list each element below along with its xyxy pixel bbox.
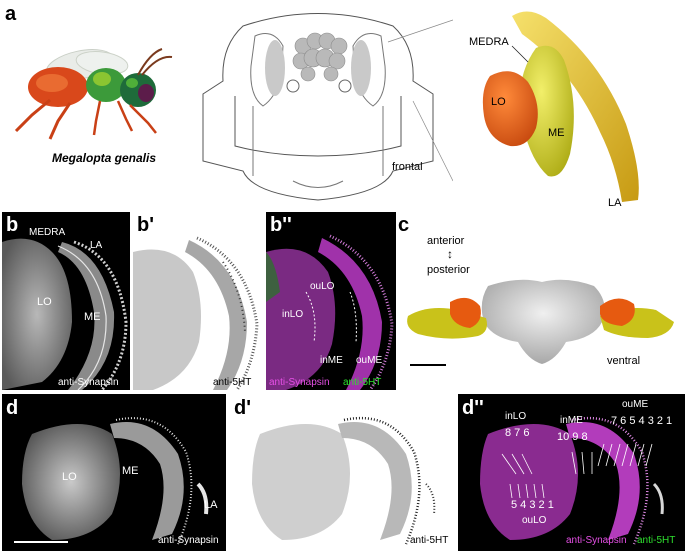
panel-d2-image: [458, 394, 685, 551]
scale-bar-c: [410, 364, 446, 366]
brain-ventral-render: [407, 279, 674, 364]
stain-d2-green: anti-5HT: [637, 535, 676, 546]
scale-bar-d: [14, 541, 68, 543]
axis-arrow-icon: ↕: [447, 247, 453, 261]
panel-b1-image: [133, 212, 263, 390]
panel-c-label: c: [398, 214, 410, 236]
panel-d-image: [2, 394, 226, 551]
panel-d1-label: d': [234, 397, 251, 419]
axis-posterior: posterior: [427, 264, 470, 276]
label-inme-d2: inME: [560, 415, 583, 426]
label-inlo-layers: 8 7 6: [505, 427, 530, 439]
label-lo-b: LO: [37, 296, 52, 308]
label-medra-b: MEDRA: [29, 227, 66, 238]
label-me-a: ME: [548, 127, 565, 139]
panel-b2-label: b'': [270, 214, 292, 236]
label-inme-layers: 10 9 8: [557, 431, 588, 443]
stain-d2-magenta: anti-Synapsin: [566, 535, 627, 546]
panel-b-label: b: [6, 214, 19, 236]
panel-b-image: [2, 212, 130, 390]
panel-d2-label: d'': [462, 397, 484, 419]
label-inme-b2: inME: [320, 355, 343, 366]
label-oulo-d2: ouLO: [522, 515, 547, 526]
panel-b1-label: b': [137, 214, 154, 236]
stain-d1: anti-5HT: [410, 535, 449, 546]
label-lo-a: LO: [491, 96, 506, 108]
label-me-b: ME: [84, 311, 101, 323]
stain-b2-magenta: anti-Synapsin: [269, 377, 330, 388]
label-oume-d2: ouME: [622, 399, 649, 410]
label-oulo-layers: 5 4 3 2 1: [511, 499, 554, 511]
axis-anterior: anterior: [427, 235, 465, 247]
label-oulo-b2: ouLO: [310, 281, 335, 292]
label-medra-a: MEDRA: [469, 36, 509, 48]
head-schematic: [202, 13, 453, 201]
label-oume-b2: ouME: [356, 355, 383, 366]
label-la-a: LA: [608, 197, 622, 209]
bee-photo: [14, 48, 173, 140]
stain-b2-green: anti-5HT: [343, 377, 382, 388]
panel-d1-image: [230, 394, 454, 551]
stain-d: anti-Synapsin: [158, 535, 219, 546]
label-me-d: ME: [122, 465, 139, 477]
label-la-d: LA: [204, 499, 218, 511]
label-oume-layers: 7 6 5 4 3 2 1: [611, 415, 673, 427]
panel-a-label: a: [5, 3, 17, 25]
optic-lobe-render: [482, 11, 639, 203]
species-name: Megalopta genalis: [52, 151, 157, 165]
panel-b2-image: [266, 212, 396, 390]
label-lo-d: LO: [62, 471, 77, 483]
label-la-b: LA: [90, 240, 103, 251]
view-ventral: ventral: [607, 355, 641, 367]
stain-b1: anti-5HT: [213, 377, 252, 388]
panel-d-label: d: [6, 397, 19, 419]
stain-b: anti-Synapsin: [58, 377, 119, 388]
label-inlo-d2: inLO: [505, 411, 527, 422]
view-frontal: frontal: [392, 161, 423, 173]
label-inlo-b2: inLO: [282, 309, 304, 320]
